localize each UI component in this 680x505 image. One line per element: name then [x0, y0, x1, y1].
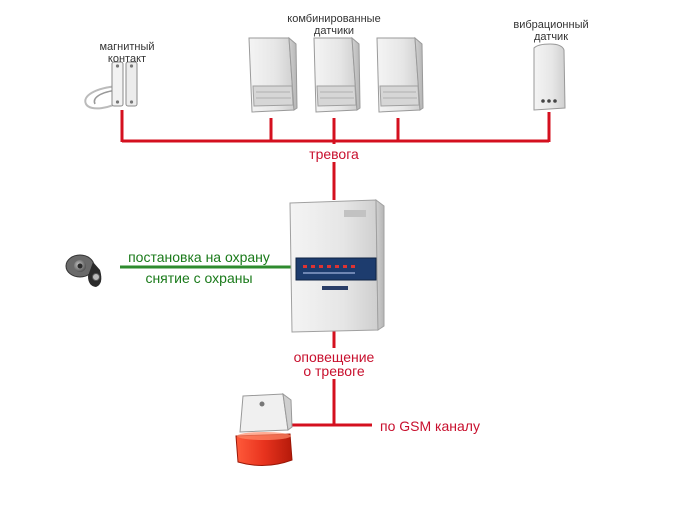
- disarming-label: снятие с охраны: [145, 270, 252, 286]
- alarm-bus: [120, 110, 551, 427]
- combined-sensors-label-2: датчики: [314, 25, 354, 37]
- combined-sensor-2: [313, 36, 361, 113]
- siren-icon: [235, 392, 293, 466]
- vibration-sensor-label-1: вибрационный: [513, 19, 588, 31]
- magnetic-contact-label-1: магнитный: [99, 41, 154, 53]
- alarm-label-bg: [304, 144, 364, 162]
- alarm-label: тревога: [309, 146, 359, 162]
- notification-label-1: оповещение: [294, 349, 375, 365]
- gsm-label: по GSM каналу: [380, 418, 480, 434]
- control-panel-icon: [289, 198, 385, 333]
- combined-sensors-label-1: комбинированные: [287, 13, 380, 25]
- notification-label-bg: [286, 349, 382, 379]
- combined-sensor-1: [248, 36, 298, 113]
- magnetic-contact-label-2: контакт: [108, 53, 146, 65]
- magnetic-contact-icon: [84, 61, 138, 110]
- vibration-sensor-label-2: датчик: [534, 31, 568, 43]
- combined-sensor-3: [376, 36, 424, 113]
- touch-memory-key-icon: [65, 254, 102, 287]
- vibration-sensor-icon: [533, 43, 566, 111]
- arming-label: постановка на охрану: [128, 249, 270, 265]
- notification-label-2: о тревоге: [303, 363, 365, 379]
